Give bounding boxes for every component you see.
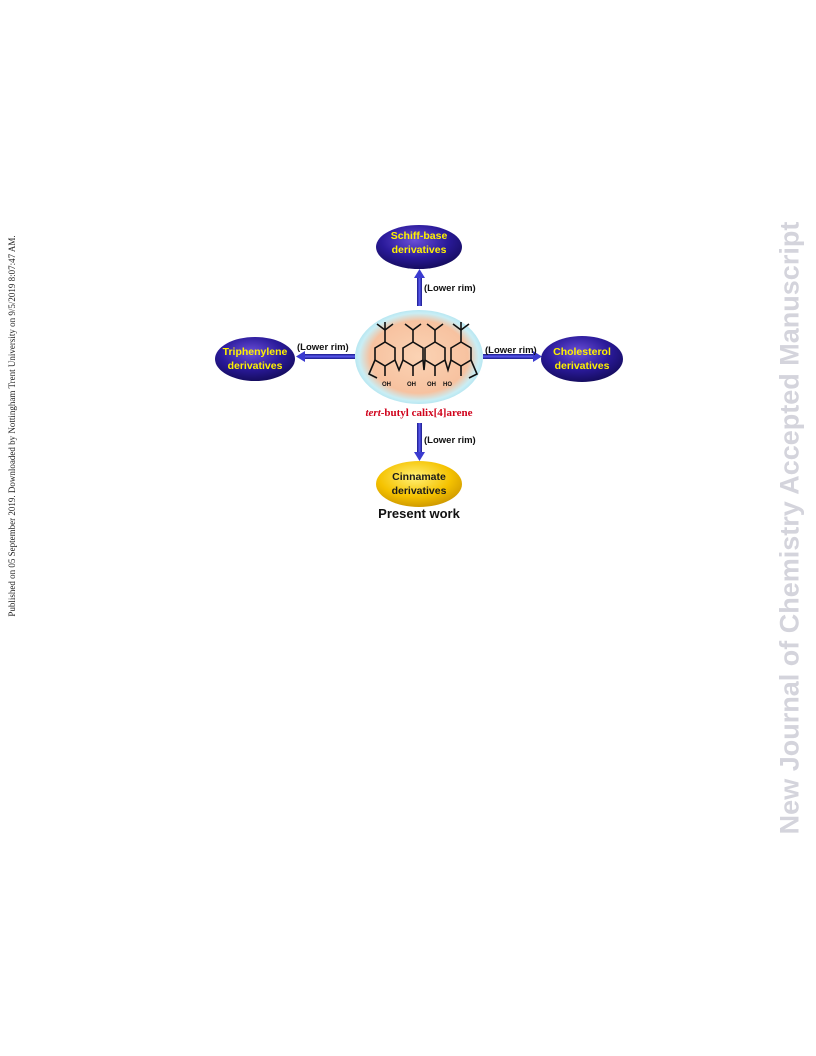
schiff-base-node xyxy=(376,225,462,269)
cinnamate-node xyxy=(376,461,462,507)
journal-watermark-text: New Journal of Chemistry Accepted Manusc… xyxy=(774,221,805,835)
cinnamate-label: Cinnamate derivatives xyxy=(376,470,462,498)
present-work-caption: Present work xyxy=(378,506,460,521)
cholesterol-line1: Cholesterol xyxy=(553,346,611,358)
cholesterol-label: Cholesterol derivatives xyxy=(541,345,623,373)
calixarene-glow xyxy=(355,310,483,404)
arrow-right xyxy=(483,351,542,362)
hydroxyl-label-2: OH xyxy=(407,382,416,388)
cholesterol-line2: derivatives xyxy=(554,360,610,372)
hydroxyl-label-3: OH xyxy=(427,382,436,388)
calixarene-name: tert-butyl calix[4]arene xyxy=(359,407,479,419)
calixarene-name-prefix: tert xyxy=(365,407,381,419)
hydroxyl-label-1: OH xyxy=(382,382,391,388)
triphenylene-line1: Triphenylene xyxy=(222,346,288,358)
arrow-up xyxy=(414,269,425,306)
journal-watermark: New Journal of Chemistry Accepted Manusc… xyxy=(770,178,810,878)
arrow-left xyxy=(296,351,355,362)
triphenylene-node xyxy=(215,337,295,381)
top-connector-label: (Lower rim) xyxy=(424,283,476,294)
publication-note-text: Published on 05 September 2019. Download… xyxy=(7,235,17,617)
cinnamate-line1: Cinnamate xyxy=(392,471,446,483)
cholesterol-node xyxy=(541,336,623,382)
calixarene-derivatives-scheme: OH OH OH HO Schiff-base derivatives Trip… xyxy=(205,218,635,528)
hydroxyl-label-4: HO xyxy=(443,382,452,388)
cinnamate-line2: derivatives xyxy=(391,485,447,497)
right-connector-label: (Lower rim) xyxy=(485,345,537,356)
schiff-base-line2: derivatives xyxy=(391,244,447,256)
triphenylene-label: Triphenylene derivatives xyxy=(215,345,295,373)
publication-side-note: Published on 05 September 2019. Download… xyxy=(4,196,20,656)
bottom-connector-label: (Lower rim) xyxy=(424,435,476,446)
calixarene-name-rest: -butyl calix[4]arene xyxy=(380,407,473,419)
schiff-base-label: Schiff-base derivatives xyxy=(376,229,462,257)
triphenylene-line2: derivatives xyxy=(227,360,283,372)
arrow-down xyxy=(414,423,425,461)
left-connector-label: (Lower rim) xyxy=(297,342,349,353)
calixarene-structure xyxy=(367,322,479,379)
scheme-graphics: OH OH OH HO xyxy=(215,225,623,507)
schiff-base-line1: Schiff-base xyxy=(390,230,448,242)
